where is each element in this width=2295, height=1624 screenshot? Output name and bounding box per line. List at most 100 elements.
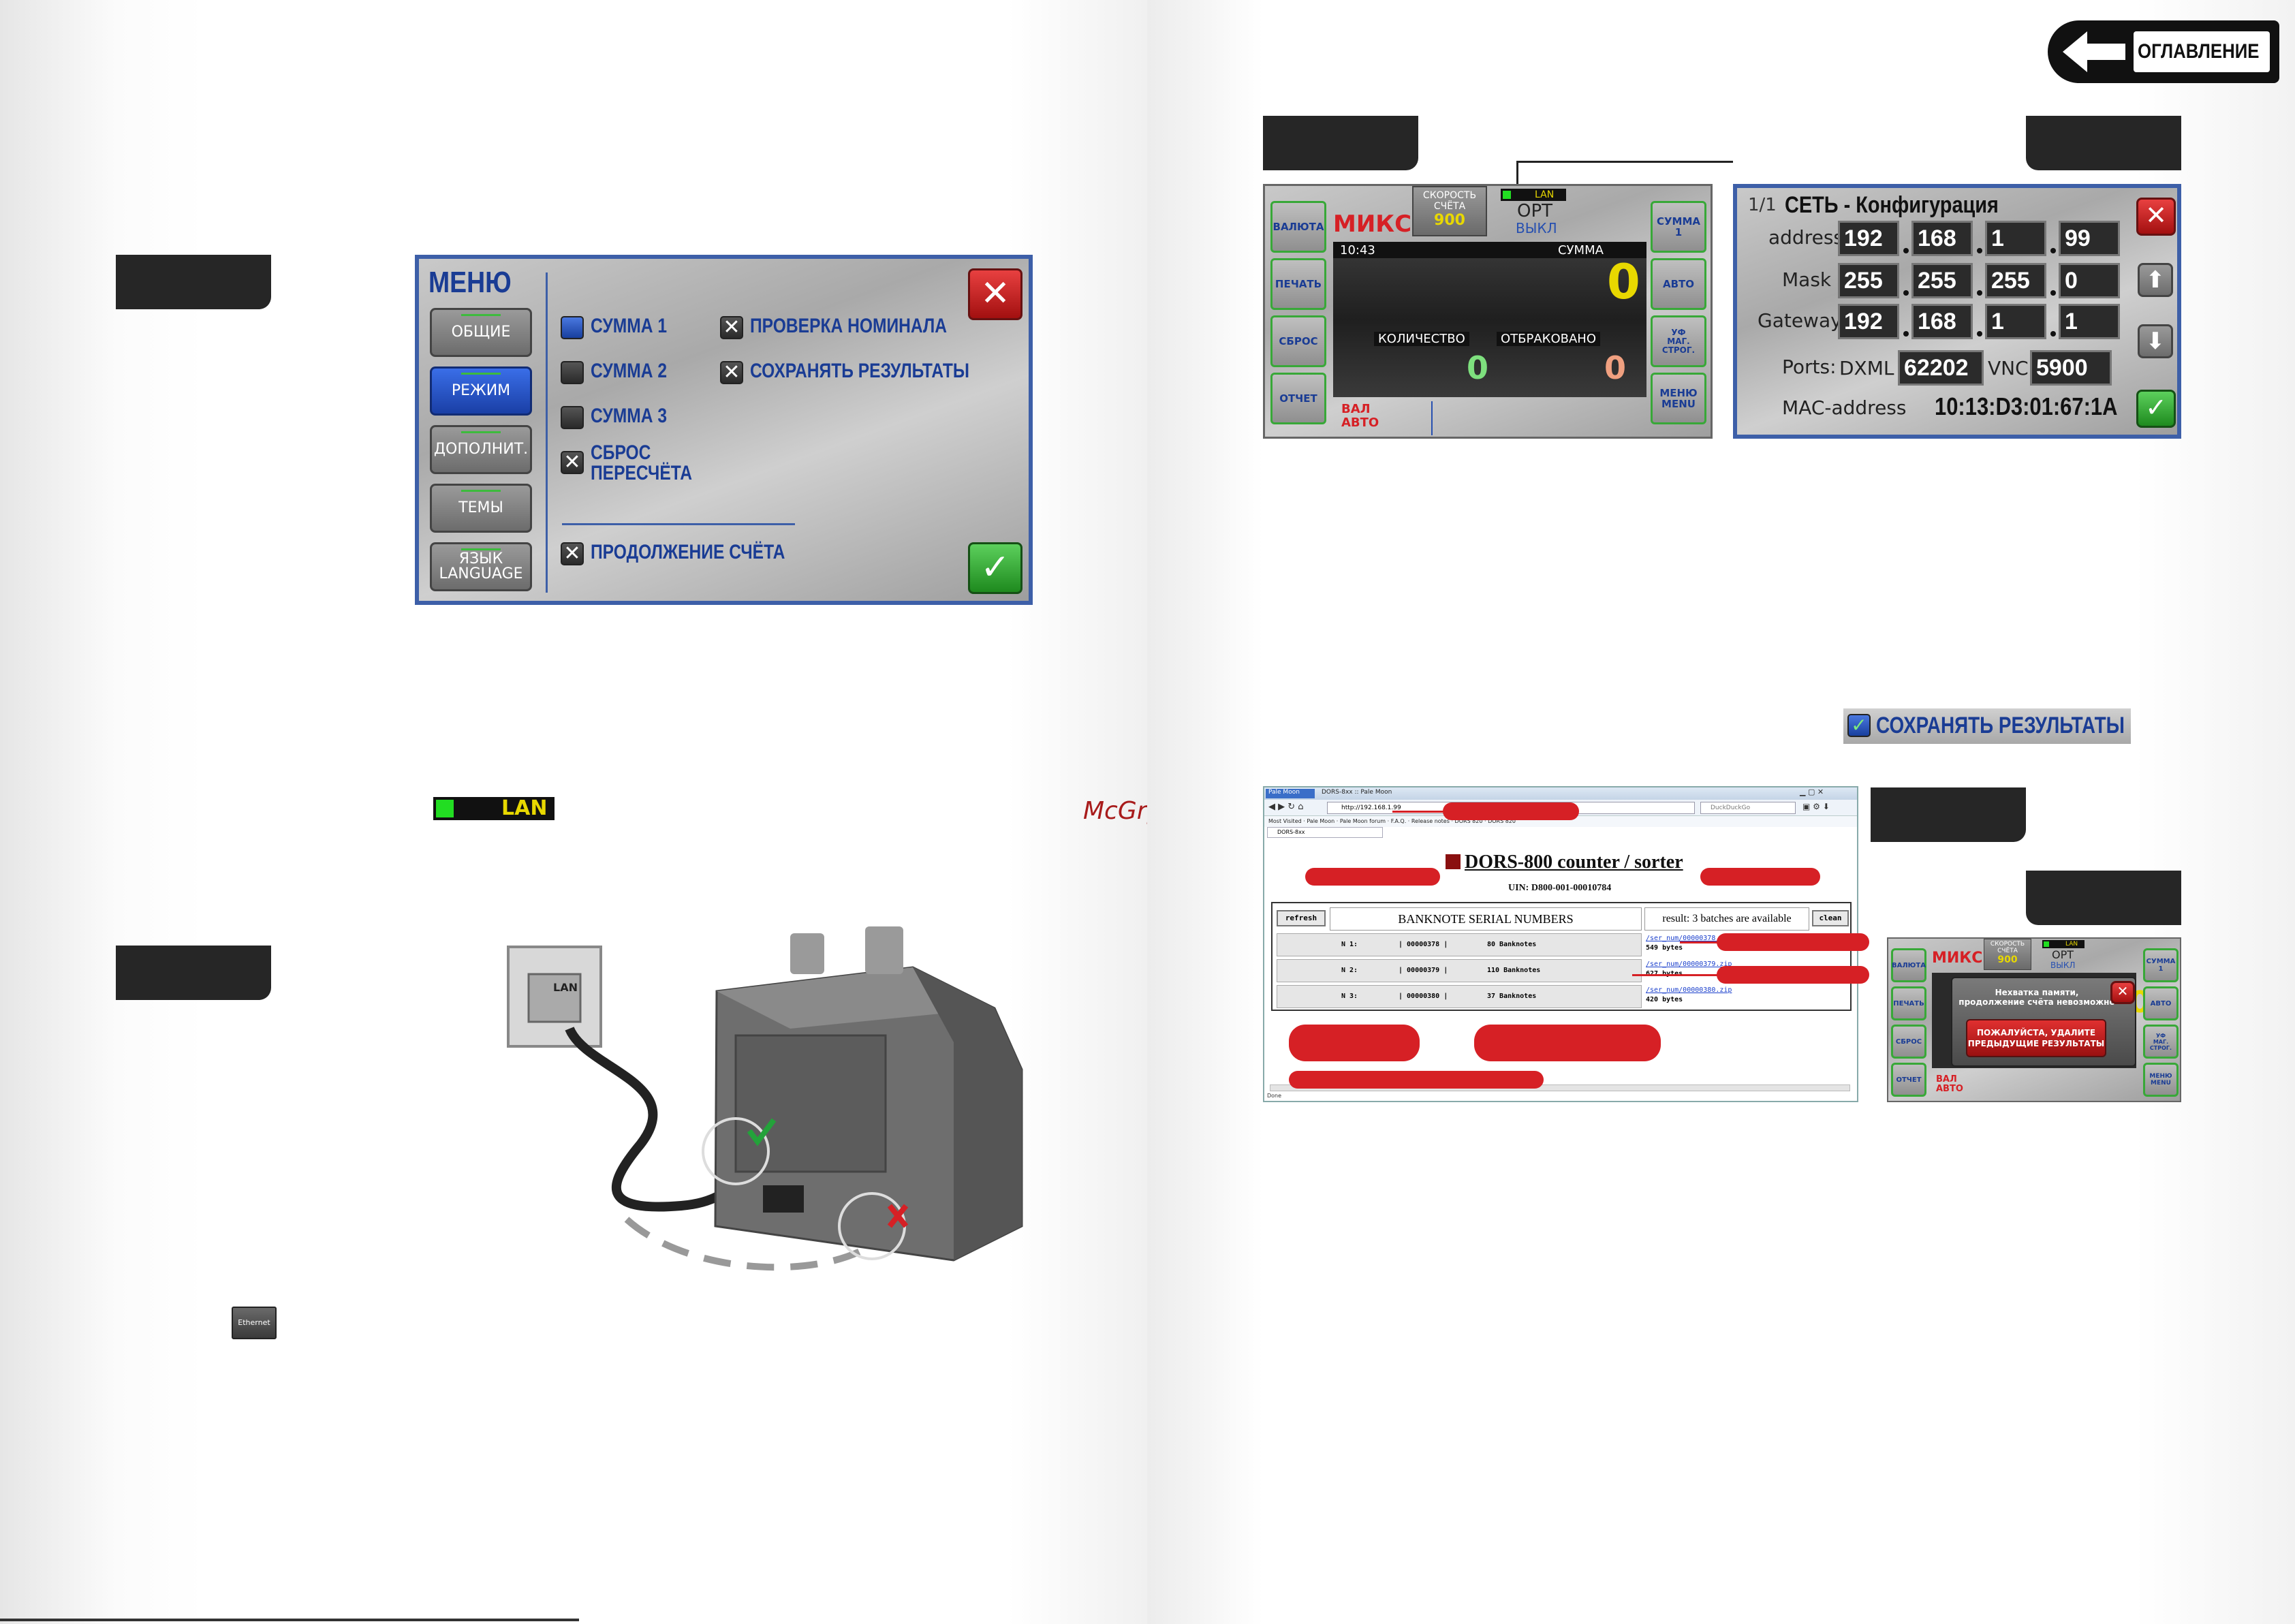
vnc-port-field[interactable]: 5900 [2030,350,2112,386]
ports-label: Ports: [1782,356,1837,378]
main-left-button-print[interactable]: ПЕЧАТЬ [1270,258,1326,310]
main-right-button-auto[interactable]: АВТО [1651,258,1706,310]
callout-line [1516,161,1733,163]
gateway-octet-4[interactable]: 1 [2059,304,2120,339]
arrow-down-icon[interactable]: ⬇ [2138,324,2173,358]
bookmark-6[interactable]: DORS 820 [1454,818,1483,824]
mask-octet-1[interactable]: 255 [1838,263,1899,298]
dxml-port-field[interactable]: 62202 [1898,350,1984,386]
refresh-button[interactable]: refresh [1277,910,1326,926]
clean-button[interactable]: clean [1812,910,1849,926]
checkbox-reset-recount[interactable]: ✕ [561,451,584,474]
gateway-octet-2[interactable]: 168 [1911,304,1973,339]
download-link-1[interactable]: /ser_num/00000378.zip [1646,935,1732,942]
page-uin: UIN: D800-001-00010784 [1508,883,1612,893]
popup-left-button-currency[interactable]: ВАЛЮТА [1891,948,1926,982]
bookmark-5[interactable]: Release notes [1411,818,1450,824]
popup-action-button[interactable]: ПОЖАЛУЙСТА, УДАЛИТЕ ПРЕДЫДУЩИЕ РЕЗУЛЬТАТ… [1966,1019,2106,1057]
confirm-check-icon[interactable]: ✓ [968,542,1022,594]
address-label: address [1768,226,1844,249]
main-left-button-currency[interactable]: ВАЛЮТА [1270,201,1326,253]
window-controls[interactable]: ▁ ▢ ✕ [1800,787,1824,796]
popup-right-button-menu[interactable]: МЕНЮ MENU [2143,1063,2179,1097]
mask-octet-2[interactable]: 255 [1911,263,1973,298]
browser-app-tab[interactable]: Pale Moon [1266,789,1315,798]
wall-socket-port [527,973,582,1023]
checkbox-save-results[interactable]: ✕ [720,361,743,384]
close-icon[interactable]: ✕ [968,268,1022,320]
bookmark-2[interactable]: Pale Moon [1307,818,1335,824]
lan-cable [565,1026,765,1212]
main-reject-label: ОТБРАКОВАНО [1497,332,1600,346]
gateway-octet-1[interactable]: 192 [1838,304,1899,339]
address-octet-3[interactable]: 1 [1985,221,2046,256]
checkbox-continue-count[interactable]: ✕ [561,542,584,565]
popup-left-button-reset[interactable]: СБРОС [1891,1025,1926,1059]
main-right-button-uv[interactable]: УФ МАГ. СТРОГ. [1651,315,1706,367]
mask-octet-4[interactable]: 0 [2059,263,2120,298]
popup-dialog: Нехватка памяти, продолжение счёта невоз… [1951,977,2136,1067]
bookmark-7[interactable]: DORS 820 [1488,818,1516,824]
bookmark-3[interactable]: Pale Moon forum [1339,818,1386,824]
main-right-button-sum[interactable]: СУММА 1 [1651,201,1706,253]
main-left-button-reset[interactable]: СБРОС [1270,315,1326,367]
menu-button-extra[interactable]: ДОПОЛНИТ. [430,425,532,474]
address-octet-4[interactable]: 99 [2059,221,2120,256]
checkbox-denomination-check[interactable]: ✕ [720,316,743,339]
arrow-up-icon[interactable]: ⬆ [2138,263,2173,297]
main-screen: ВАЛЮТА ПЕЧАТЬ СБРОС ОТЧЕТ МИКС СКОРОСТЬ … [1263,184,1713,439]
popup-left-button-print[interactable]: ПЕЧАТЬ [1891,986,1926,1020]
main-mode: МИКС [1333,210,1412,238]
ethernet-icon-label: Ethernet [238,1318,270,1327]
bookmark-1[interactable]: Most Visited [1268,818,1302,824]
main-right-button-menu[interactable]: МЕНЮ MENU [1651,373,1706,424]
file-size-3: 420 bytes [1646,996,1683,1003]
toc-button[interactable]: ОГЛАВЛЕНИЕ [2048,20,2279,83]
nav-buttons-icon[interactable]: ◀ ▶ ↻ ⌂ [1268,802,1304,812]
popup-right-button-sum[interactable]: СУММА 1 [2143,948,2179,982]
download-link-3[interactable]: /ser_num/00000380.zip [1646,986,1732,994]
section-tab-1 [116,255,271,309]
menu-button-themes[interactable]: ТЕМЫ [430,484,532,533]
section-tab-6 [2026,871,2181,925]
bookmark-4[interactable]: F.A.Q. [1390,818,1407,824]
popup-lan-indicator: LAN [2042,940,2085,948]
gateway-octet-3[interactable]: 1 [1985,304,2046,339]
checkbox-sum3[interactable] [561,406,584,429]
dxml-label: DXML [1839,357,1894,379]
toolbar-icons[interactable]: ▣ ⚙ ⬇ [1802,802,1830,811]
popup-right-button-uv[interactable]: УФ МАГ. СТРОГ. [2143,1025,2179,1059]
callout-clean [1700,868,1820,886]
browser-page-tab[interactable]: DORS-8xx [1267,827,1383,838]
mac-label: MAC-address [1782,396,1907,419]
network-page: 1/1 [1748,195,1777,215]
save-results-checkbox[interactable]: ✓ [1847,714,1871,737]
network-close-icon[interactable]: ✕ [2136,198,2176,236]
save-results-label: СОХРАНЯТЬ РЕЗУЛЬТАТЫ [1876,713,2125,738]
callout-serial [1289,1071,1544,1089]
menu-button-general[interactable]: ОБЩИЕ [430,308,532,357]
network-confirm-icon[interactable]: ✓ [2136,390,2176,428]
popup-right-button-auto[interactable]: АВТО [2143,986,2179,1020]
lan-indicator: LAN [433,797,555,820]
address-octet-1[interactable]: 192 [1838,221,1899,256]
popup-close-icon[interactable]: ✕ [2110,981,2135,1004]
checkbox-sum1[interactable] [561,316,584,339]
menu-button-mode[interactable]: РЕЖИМ [430,366,532,416]
checkbox-sum2[interactable] [561,361,584,384]
address-octet-2[interactable]: 168 [1911,221,1973,256]
main-sum-label: СУММА [1558,243,1604,257]
horizontal-scrollbar[interactable] [1270,1084,1850,1091]
network-title: СЕТЬ - Конфигурация [1785,192,1999,218]
lan-led-icon [436,800,454,817]
download-link-2[interactable]: /ser_num/00000379.zip [1646,961,1732,968]
browser-search-input[interactable]: DuckDuckGo [1700,802,1796,814]
popup-left-button-report[interactable]: ОТЧЕТ [1891,1063,1926,1097]
main-left-button-report[interactable]: ОТЧЕТ [1270,373,1326,424]
alternative-path-dashed [624,1217,888,1271]
label-sum2: СУММА 2 [591,360,668,382]
mask-octet-3[interactable]: 255 [1985,263,2046,298]
menu-title: МЕНЮ [428,266,512,299]
menu-button-language[interactable]: ЯЗЫК LANGUAGE [430,542,532,591]
save-results-option[interactable]: ✓ СОХРАНЯТЬ РЕЗУЛЬТАТЫ [1843,708,2131,744]
